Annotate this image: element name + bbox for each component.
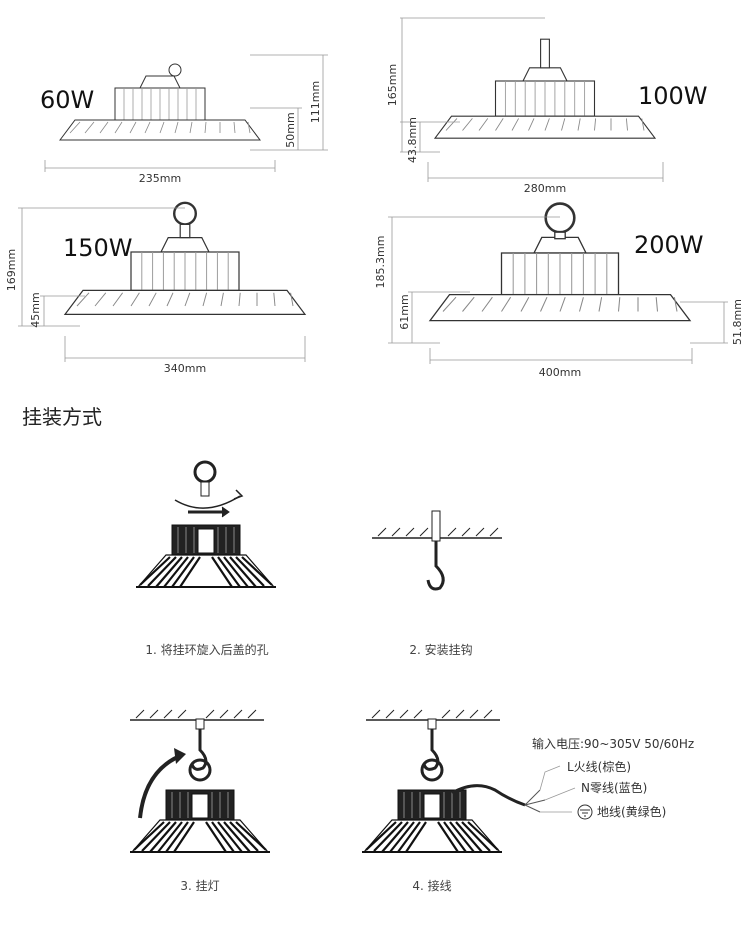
hook-icon <box>426 541 445 591</box>
install-step-3 <box>128 709 272 854</box>
lamp-60w-drawing <box>59 63 261 141</box>
install-title: 挂装方式 <box>22 405 102 429</box>
lamp-step-3-icon <box>128 788 272 854</box>
dim-base-60w: 50mm <box>284 112 297 147</box>
watt-label-150w: 150W <box>63 234 133 262</box>
spec-60w <box>44 54 328 172</box>
spec-100w <box>400 17 664 182</box>
spec-200w <box>388 202 728 364</box>
eye-bolt-icon <box>193 460 217 484</box>
step-2-caption: 2. 安装挂钩 <box>409 642 472 657</box>
anchor-bolt-icon <box>431 510 441 542</box>
neutral-wire-label: N零线(蓝色) <box>581 781 647 795</box>
lift-arrow-icon <box>138 753 183 819</box>
input-voltage-label: 输入电压:90~305V 50/60Hz <box>532 736 694 751</box>
dim-edge-200w: 51.8mm <box>731 299 744 345</box>
dim-width-200w: 400mm <box>539 366 581 379</box>
watt-label-200w: 200W <box>634 231 704 259</box>
install-step-2 <box>372 510 502 591</box>
spec-150w <box>18 201 306 362</box>
install-step-1 <box>134 460 278 589</box>
dim-base-200w: 61mm <box>398 294 411 329</box>
step-4-caption: 4. 接线 <box>412 878 451 893</box>
ground-wire-label: 地线(黄绿色) <box>597 804 666 819</box>
dim-width-60w: 235mm <box>139 172 181 185</box>
step-1-caption: 1. 将挂环旋入后盖的孔 <box>145 642 268 657</box>
rotate-arrow-icon <box>174 495 241 509</box>
lamp-step-4-icon <box>360 788 504 854</box>
ground-icon <box>577 804 593 820</box>
lamp-100w-drawing <box>434 38 656 139</box>
dim-height-100w: 165mm <box>386 64 399 106</box>
dim-base-150w: 45mm <box>29 292 42 327</box>
dim-width-150w: 340mm <box>164 362 206 375</box>
dim-height-200w: 185.3mm <box>374 236 387 289</box>
install-step-4 <box>360 709 593 854</box>
watt-label-60w: 60W <box>40 86 94 114</box>
lamp-200w-drawing <box>429 202 691 322</box>
lamp-step-1-icon <box>134 523 278 589</box>
dim-base-100w: 43.8mm <box>406 117 419 163</box>
dim-height-60w: 111mm <box>309 81 322 123</box>
dim-width-100w: 280mm <box>524 182 566 195</box>
dim-height-150w: 169mm <box>5 249 18 291</box>
watt-label-100w: 100W <box>638 82 708 110</box>
live-wire-label: L火线(棕色) <box>567 759 631 774</box>
power-cable <box>451 784 526 807</box>
step-3-caption: 3. 挂灯 <box>180 879 219 893</box>
